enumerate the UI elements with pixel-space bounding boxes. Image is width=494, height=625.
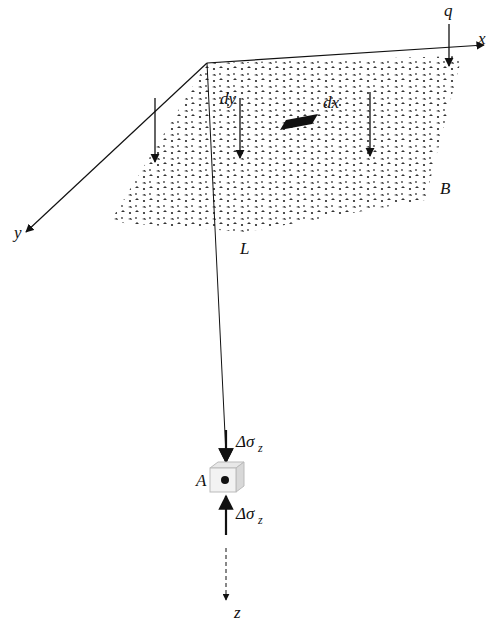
label: dx (323, 94, 339, 111)
axis-label: x (478, 30, 486, 47)
dimension-label: B (440, 180, 450, 197)
element-area (280, 114, 318, 130)
stress-label: z (258, 442, 263, 454)
stress-label: z (258, 514, 263, 526)
label: q (444, 2, 453, 19)
load-arrows (155, 24, 449, 162)
stress-arrow-up (225, 496, 227, 535)
y-axis (26, 63, 207, 232)
loaded-area (110, 56, 462, 232)
soil-element (210, 462, 244, 492)
x-axis (207, 45, 484, 63)
label: dy (220, 90, 236, 107)
depth-line (207, 63, 226, 455)
dimension-label: L (240, 240, 249, 257)
axis-label: y (14, 224, 22, 241)
stress-label: Δσ (236, 433, 254, 450)
stress-arrow-down (225, 430, 227, 462)
stress-label: Δσ (236, 505, 254, 522)
axis-label: z (234, 604, 241, 621)
z-axis (226, 548, 227, 600)
point-label: A (196, 472, 206, 489)
